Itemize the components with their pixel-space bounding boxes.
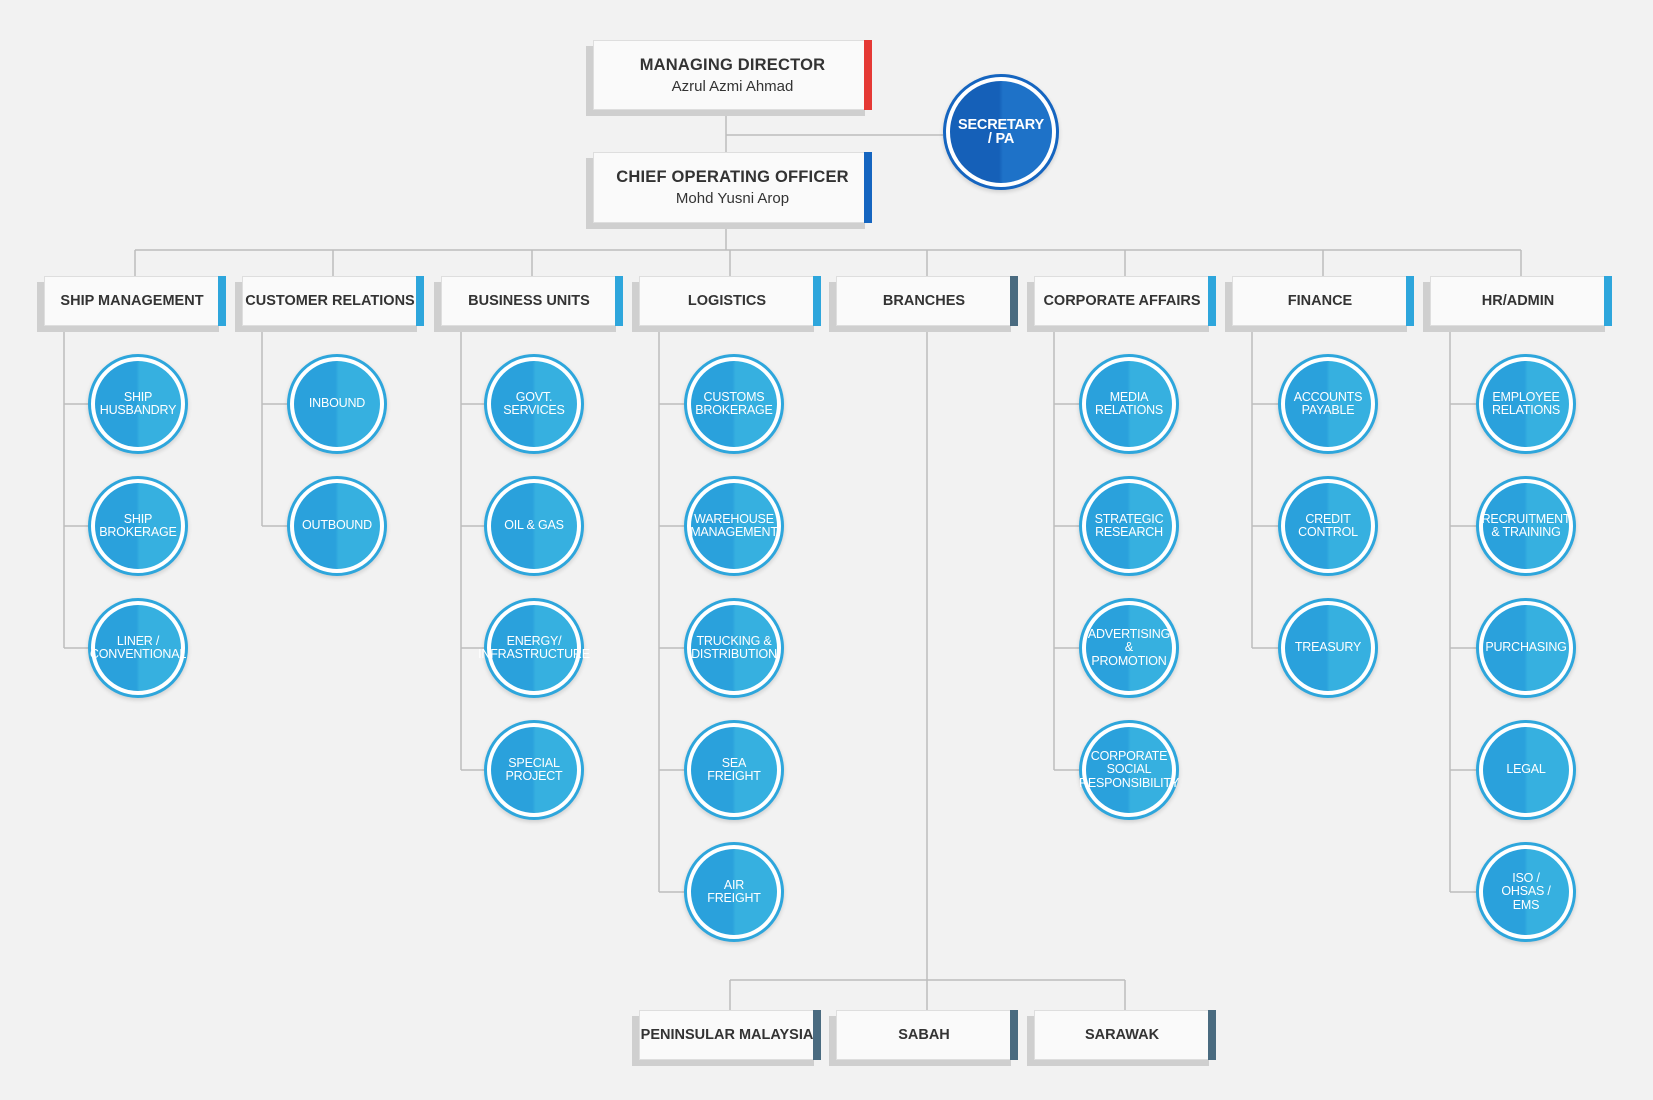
unit-label: CORPORATE SOCIAL RESPONSIBILITY [1079, 748, 1180, 790]
department-corporate-affairs: CORPORATE AFFAIRS [1034, 276, 1216, 326]
unit-trucking-distribution: TRUCKING & DISTRIBUTION [684, 598, 784, 698]
unit-employee-relations: EMPLOYEE RELATIONS [1476, 354, 1576, 454]
unit-recruitment-training: RECRUITMENT & TRAINING [1476, 476, 1576, 576]
department-title: HR/ADMIN [1481, 293, 1555, 309]
department-branches: BRANCHES [836, 276, 1018, 326]
department-title: BRANCHES [882, 293, 966, 309]
chief-operating-officer-box: CHIEF OPERATING OFFICER Mohd Yusni Arop [593, 152, 872, 223]
unit-special-project: SPECIAL PROJECT [484, 720, 584, 820]
unit-advertising-promotion: ADVERTISING & PROMOTION [1079, 598, 1179, 698]
unit-label: WAREHOUSE MANAGEMENT [690, 511, 778, 539]
coo-accent [864, 152, 872, 223]
coo-name: Mohd Yusni Arop [675, 190, 790, 207]
managing-director-name: Azrul Azmi Ahmad [671, 77, 794, 95]
unit-label: SHIP BROKERAGE [99, 511, 177, 539]
department-accent [1604, 276, 1612, 326]
unit-label: OUTBOUND [302, 518, 372, 533]
branch-title: SARAWAK [1084, 1027, 1160, 1043]
branch-title: PENINSULAR MALAYSIA [640, 1027, 814, 1043]
department-business-units: BUSINESS UNITS [441, 276, 623, 326]
unit-oil-gas: OIL & GAS [484, 476, 584, 576]
unit-label: LEGAL [1506, 762, 1546, 777]
unit-treasury: TREASURY [1278, 598, 1378, 698]
unit-label: INBOUND [308, 396, 366, 411]
unit-sea-freight: SEA FREIGHT [684, 720, 784, 820]
unit-corporate-social-responsibility: CORPORATE SOCIAL RESPONSIBILITY [1079, 720, 1179, 820]
unit-label: PURCHASING [1485, 640, 1567, 655]
unit-warehouse-management: WAREHOUSE MANAGEMENT [684, 476, 784, 576]
unit-label: MEDIA RELATIONS [1094, 389, 1164, 417]
managing-director-box: MANAGING DIRECTOR Azrul Azmi Ahmad [593, 40, 872, 110]
unit-media-relations: MEDIA RELATIONS [1079, 354, 1179, 454]
unit-label: RECRUITMENT & TRAINING [1481, 511, 1571, 539]
unit-label: SEA FREIGHT [707, 755, 761, 783]
coo-title: CHIEF OPERATING OFFICER [616, 168, 849, 186]
unit-label: ACCOUNTS PAYABLE [1293, 389, 1363, 417]
unit-label: GOVT. SERVICES [503, 389, 565, 417]
unit-label: ADVERTISING & PROMOTION [1087, 626, 1171, 668]
department-title: LOGISTICS [687, 293, 767, 309]
unit-strategic-research: STRATEGIC RESEARCH [1079, 476, 1179, 576]
unit-label: ISO / OHSAS / EMS [1501, 870, 1551, 912]
department-title: BUSINESS UNITS [468, 293, 590, 309]
department-title: CUSTOMER RELATIONS [245, 293, 415, 309]
unit-inbound: INBOUND [287, 354, 387, 454]
department-accent [813, 276, 821, 326]
department-hr-admin: HR/ADMIN [1430, 276, 1612, 326]
unit-govt-services: GOVT. SERVICES [484, 354, 584, 454]
branch-accent [813, 1010, 821, 1060]
unit-purchasing: PURCHASING [1476, 598, 1576, 698]
unit-energy-infrastructure: ENERGY/ INFRASTRUCTURE [478, 598, 590, 698]
branch-sarawak: SARAWAK [1034, 1010, 1216, 1060]
unit-liner-conventional: LINER / CONVENTIONAL [88, 598, 188, 698]
unit-label: TREASURY [1294, 640, 1362, 655]
unit-air-freight: AIR FREIGHT [684, 842, 784, 942]
department-accent [1010, 276, 1018, 326]
branch-peninsular-malaysia: PENINSULAR MALAYSIA [639, 1010, 821, 1060]
unit-label: TRUCKING & DISTRIBUTION [691, 633, 777, 661]
branch-title: SABAH [898, 1027, 950, 1043]
unit-legal: LEGAL [1476, 720, 1576, 820]
department-title: CORPORATE AFFAIRS [1043, 293, 1201, 309]
unit-accounts-payable: ACCOUNTS PAYABLE [1278, 354, 1378, 454]
unit-ship-brokerage: SHIP BROKERAGE [88, 476, 188, 576]
unit-iso-ohsas-ems: ISO / OHSAS / EMS [1476, 842, 1576, 942]
department-accent [1406, 276, 1414, 326]
secretary-pa-circle: SECRETARY / PA [943, 74, 1059, 190]
unit-label: ENERGY/ INFRASTRUCTURE [478, 633, 590, 661]
department-accent [218, 276, 226, 326]
unit-customs-brokerage: CUSTOMS BROKERAGE [684, 354, 784, 454]
branch-sabah: SABAH [836, 1010, 1018, 1060]
unit-label: SHIP HUSBANDRY [99, 389, 177, 417]
unit-credit-control: CREDIT CONTROL [1278, 476, 1378, 576]
managing-director-accent [864, 40, 872, 110]
unit-label: LINER / CONVENTIONAL [89, 633, 187, 661]
unit-label: EMPLOYEE RELATIONS [1491, 389, 1561, 417]
department-finance: FINANCE [1232, 276, 1414, 326]
branch-accent [1208, 1010, 1216, 1060]
department-ship-management: SHIP MANAGEMENT [44, 276, 226, 326]
department-accent [416, 276, 424, 326]
department-title: FINANCE [1287, 293, 1353, 309]
unit-ship-husbandry: SHIP HUSBANDRY [88, 354, 188, 454]
department-logistics: LOGISTICS [639, 276, 821, 326]
department-title: SHIP MANAGEMENT [60, 293, 204, 309]
unit-label: STRATEGIC RESEARCH [1094, 511, 1164, 539]
department-accent [615, 276, 623, 326]
unit-label: AIR FREIGHT [707, 877, 761, 905]
department-accent [1208, 276, 1216, 326]
department-customer-relations: CUSTOMER RELATIONS [242, 276, 424, 326]
unit-outbound: OUTBOUND [287, 476, 387, 576]
unit-label: CUSTOMS BROKERAGE [695, 389, 773, 417]
unit-label: OIL & GAS [504, 518, 564, 533]
unit-label: CREDIT CONTROL [1298, 511, 1358, 539]
branch-accent [1010, 1010, 1018, 1060]
unit-label: SPECIAL PROJECT [505, 755, 563, 783]
managing-director-title: MANAGING DIRECTOR [639, 55, 826, 74]
secretary-pa-label: SECRETARY / PA [957, 117, 1044, 147]
